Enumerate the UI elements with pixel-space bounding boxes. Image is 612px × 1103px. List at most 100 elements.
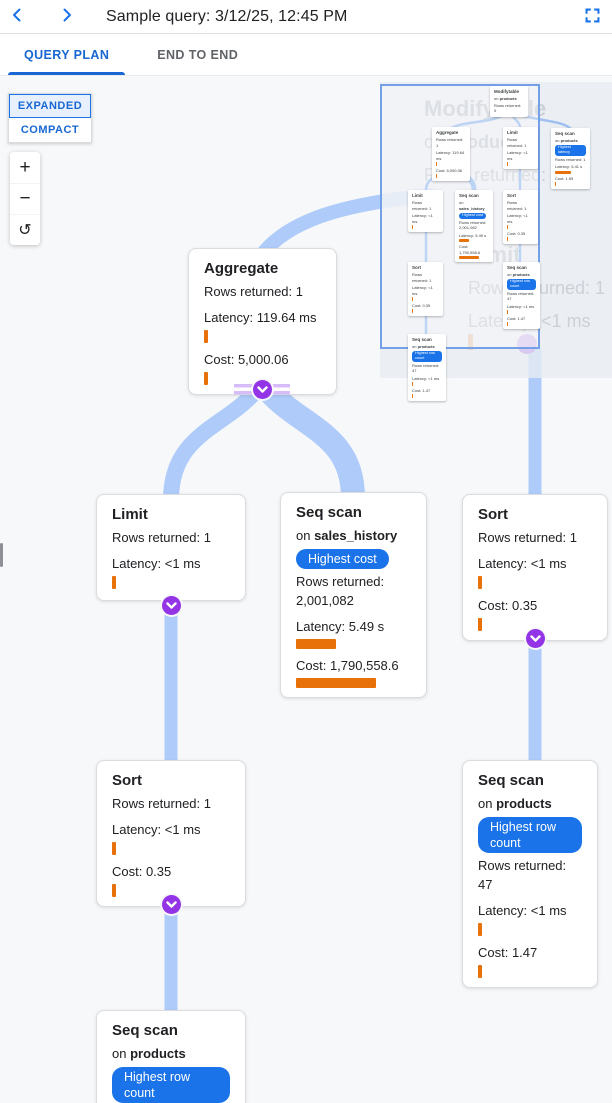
latency: Latency: 5.41 s — [555, 164, 583, 169]
left-scrollbar-thumb[interactable] — [0, 543, 3, 567]
cost-bar — [478, 618, 482, 631]
latency: Latency: 5.49 s — [459, 232, 487, 238]
insight-badge: Highest row count — [412, 350, 442, 362]
expanded-button[interactable]: EXPANDED — [9, 94, 91, 118]
cost: Cost: 0.35 — [112, 864, 172, 879]
collapse-button-limit[interactable] — [162, 596, 181, 615]
rows-returned: Rows returned: 1 — [507, 200, 527, 211]
latency: Latency: <1 ms — [507, 150, 528, 161]
reset-icon: ↺ — [18, 222, 32, 239]
latency-bar — [412, 297, 414, 301]
cost-bar — [112, 884, 116, 897]
cost: Cost: 0.35 — [478, 598, 538, 613]
node-title: Seq scan — [296, 504, 362, 521]
rows-returned: Rows returned: 1 — [436, 137, 464, 148]
rows-returned: Rows returned: 2,001,082 — [296, 574, 385, 608]
node-table: on sales_history — [296, 528, 398, 543]
node-title: Limit — [112, 506, 148, 523]
rows-returned: Rows returned: 1 — [112, 796, 211, 811]
node-title: Seq scan — [412, 337, 432, 342]
rows-returned: Rows returned: 2,001,082 — [459, 219, 487, 231]
title-bar: Sample query: 3/12/25, 12:45 PM — [0, 0, 612, 34]
cost: Cost: 1,790,558.6 — [296, 658, 399, 673]
query-plan-canvas[interactable]: Modifytable on products Rows returned: 0… — [0, 76, 612, 1103]
cost-bar — [412, 309, 414, 313]
node-table: on products — [507, 272, 530, 277]
node-table: on products — [112, 1046, 186, 1061]
chevron-down-icon — [257, 385, 268, 394]
rows-returned: Rows returned: 1 — [478, 530, 577, 545]
cost: Cost: 5,000.06 — [204, 352, 289, 367]
insight-badge: Highest cost — [296, 549, 389, 569]
latency: Latency: 119.64 ms — [204, 310, 317, 325]
back-button[interactable] — [0, 0, 34, 34]
compact-button[interactable]: COMPACT — [9, 118, 91, 142]
tab-end-to-end[interactable]: END TO END — [157, 47, 239, 62]
zoom-out-button[interactable]: − — [10, 183, 40, 214]
chevron-left-icon — [8, 6, 26, 27]
node-title: Seq scan — [555, 131, 575, 136]
chevron-down-icon — [166, 900, 177, 909]
latency-bar — [436, 162, 438, 166]
cost: Cost: 5,000.06 — [436, 167, 463, 173]
rows-returned: Rows returned: 1 — [204, 284, 303, 299]
cost-bar — [459, 256, 480, 259]
cost: Cost: 1.47 — [507, 315, 526, 321]
latency-bar — [555, 170, 571, 174]
latency-bar — [507, 225, 509, 229]
rows-returned: Rows returned: 0 — [494, 102, 522, 114]
latency-bar — [507, 162, 509, 166]
latency-bar — [204, 330, 208, 343]
node-title: Limit — [412, 193, 423, 198]
latency-bar — [459, 239, 470, 242]
insight-badge: Highest latency — [555, 144, 586, 156]
cost: Cost: 1,790,558.6 — [459, 244, 481, 255]
fullscreen-button[interactable] — [572, 0, 612, 34]
rows-returned: Rows returned: 47 — [412, 362, 440, 374]
node-title: Modifytable — [494, 89, 520, 94]
collapse-button-aggregate[interactable] — [253, 380, 272, 399]
latency: Latency: 119.64 ms — [436, 150, 465, 161]
zoom-reset-button[interactable]: ↺ — [10, 214, 40, 245]
zoom-in-button[interactable]: + — [10, 152, 40, 183]
latency-bar — [296, 639, 336, 649]
latency: Latency: <1 ms — [507, 303, 535, 309]
chevron-down-icon — [530, 634, 541, 643]
cost: Cost: 1.59 — [555, 175, 574, 181]
latency: Latency: 5.49 s — [296, 619, 385, 634]
node-title: Seq scan — [478, 772, 544, 789]
latency: Latency: <1 ms — [478, 903, 567, 918]
latency-bar — [112, 842, 116, 855]
node-title: Sort — [412, 265, 421, 270]
cost: Cost: 0.35 — [507, 230, 526, 236]
insight-badge: Highest cost — [459, 212, 486, 219]
latency-bar — [507, 310, 509, 314]
latency-bar — [478, 576, 482, 589]
forward-button[interactable] — [50, 0, 84, 34]
chevron-down-icon — [166, 601, 177, 610]
node-table: on products — [412, 344, 435, 349]
collapse-button-sort-right[interactable] — [526, 629, 545, 648]
tab-query-plan[interactable]: QUERY PLAN — [0, 34, 133, 75]
minimap[interactable]: Modifytable on products Rows returned: 0 Ag… — [380, 82, 612, 401]
latency-bar — [412, 225, 414, 229]
insight-badge: Highest row count — [507, 278, 536, 290]
rows-returned: Rows returned: 1 — [555, 156, 586, 162]
cost-bar — [204, 372, 208, 385]
node-table: on products — [555, 138, 578, 143]
collapse-button-sort-left[interactable] — [162, 895, 181, 914]
